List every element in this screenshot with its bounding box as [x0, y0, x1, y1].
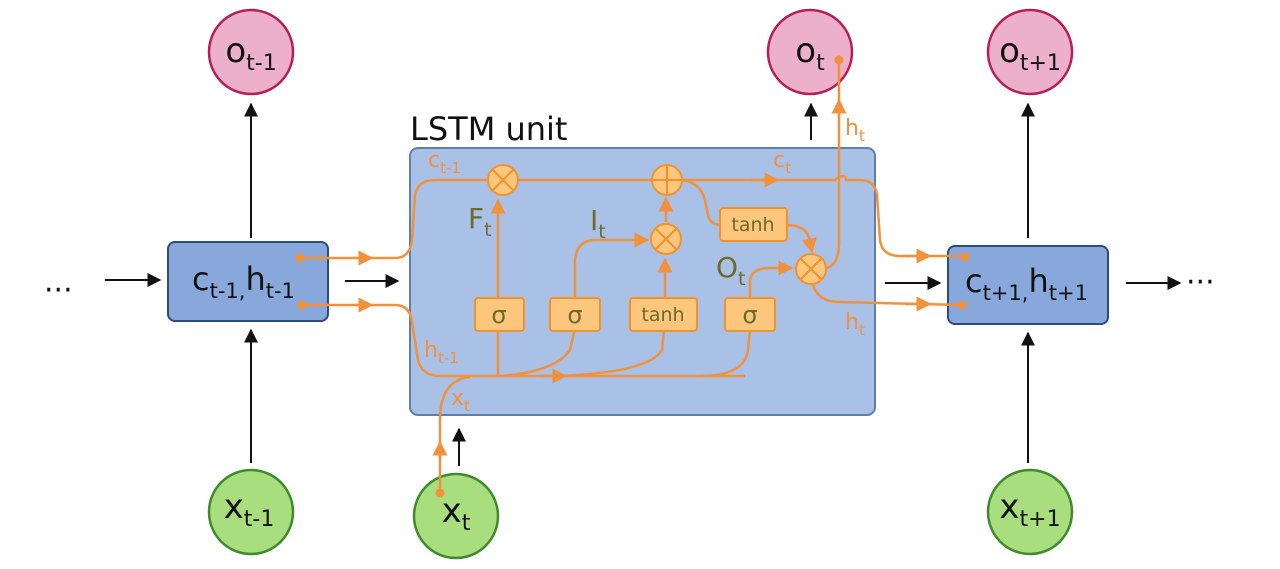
state-box-prev: ct-1,ht-1: [167, 241, 329, 322]
input-node-current: xt: [412, 472, 500, 560]
svg-text:σ: σ: [567, 301, 582, 329]
forget-gate-label: Ft: [468, 202, 492, 241]
c-curr-label: ct: [773, 148, 791, 177]
outer-arrows: [105, 102, 1182, 466]
multiply-icon: [487, 164, 519, 196]
state-box-next: ct+1,ht+1: [947, 245, 1109, 325]
input-node-next: xt+1: [986, 468, 1074, 556]
svg-text:ot-1: ot-1: [225, 31, 276, 76]
svg-text:σ: σ: [491, 301, 506, 329]
h-prev-label: ht-1: [424, 338, 459, 367]
forget-gate-sigma: σ: [474, 297, 525, 332]
svg-text:ot: ot: [795, 31, 825, 76]
input-gate-sigma: σ: [549, 297, 601, 332]
h-out-right-label: ht: [845, 310, 865, 339]
svg-text:ot+1: ot+1: [999, 31, 1061, 76]
svg-text:xt-1: xt-1: [224, 487, 275, 532]
output-node-next: ot+1: [986, 8, 1074, 96]
output-gate-label: Ot: [716, 251, 746, 290]
svg-text:ct-1,ht-1: ct-1,ht-1: [192, 260, 295, 303]
output-gate-sigma: σ: [724, 297, 776, 332]
svg-text:xt+1: xt+1: [999, 487, 1060, 532]
input-node-prev: xt-1: [207, 468, 295, 556]
cell-tanh: tanh: [719, 207, 788, 242]
add-icon: [651, 164, 683, 196]
h-out-up-label: ht: [845, 116, 865, 145]
candidate-tanh: tanh: [629, 297, 698, 332]
output-node-prev: ot-1: [207, 8, 295, 96]
multiply-icon: [795, 253, 827, 285]
c-prev-label: ct-1: [428, 148, 461, 177]
flow-lines: [295, 55, 970, 498]
lstm-unit-title: LSTM unit: [410, 110, 567, 148]
ellipsis-right: ···: [1186, 265, 1215, 300]
output-node-current: ot: [766, 8, 854, 96]
svg-text:σ: σ: [742, 301, 757, 329]
multiply-icon: [650, 223, 682, 255]
svg-text:ct+1,ht+1: ct+1,ht+1: [965, 262, 1088, 305]
svg-text:tanh: tanh: [641, 304, 684, 326]
svg-text:tanh: tanh: [731, 214, 774, 236]
ellipsis-left: ···: [44, 273, 73, 308]
input-gate-label: It: [590, 204, 606, 243]
svg-text:xt: xt: [442, 491, 471, 536]
x-curr-label: xt: [451, 386, 470, 415]
